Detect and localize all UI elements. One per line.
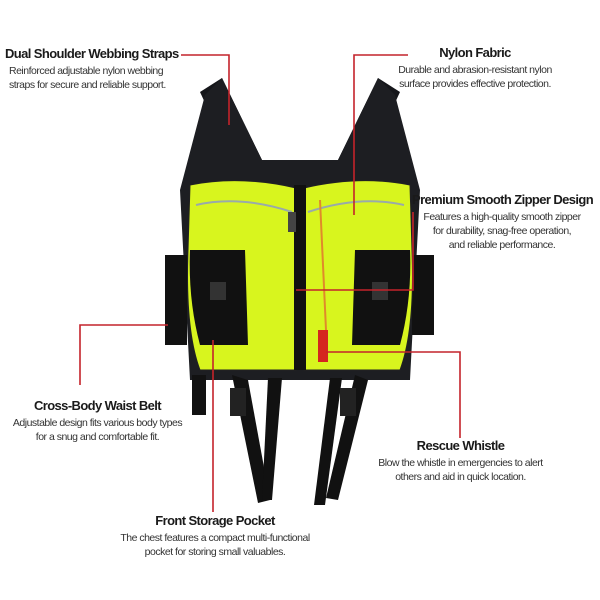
leader-line-waist	[79, 324, 168, 385]
callout-text: for durability, snag-free operation,	[432, 225, 572, 237]
callout-text: Blow the whistle in emergencies to alert	[378, 457, 543, 469]
callout-zipper: Premium Smooth Zipper Design Features a …	[412, 192, 594, 252]
leader-line-shoulder	[181, 54, 230, 125]
callout-text: for a snug and comfortable fit.	[35, 431, 160, 443]
callout-text: surface provides effective protection.	[399, 78, 551, 90]
callout-shoulder-straps: Dual Shoulder Webbing Straps Reinforced …	[5, 46, 179, 92]
callout-title: Rescue Whistle	[416, 438, 505, 453]
leader-lines	[79, 54, 461, 512]
callout-text: Features a high-quality smooth zipper	[423, 211, 581, 223]
callout-text: and reliable performance.	[448, 239, 556, 251]
callout-text: others and aid in quick location.	[395, 471, 526, 483]
callout-text: Adjustable design fits various body type…	[12, 417, 183, 429]
callout-nylon-fabric: Nylon Fabric Durable and abrasion-resist…	[385, 45, 565, 91]
callout-title: Premium Smooth Zipper Design	[412, 192, 594, 207]
callout-text: straps for secure and reliable support.	[9, 79, 166, 91]
callout-title: Dual Shoulder Webbing Straps	[5, 46, 179, 61]
callout-waist-belt: Cross-Body Waist Belt Adjustable design …	[5, 398, 190, 444]
callout-text: Reinforced adjustable nylon webbing	[9, 65, 164, 77]
leader-line-nylon	[353, 54, 408, 215]
callout-title: Front Storage Pocket	[155, 513, 275, 528]
callout-storage-pocket: Front Storage Pocket The chest features …	[115, 513, 315, 559]
callout-text: The chest features a compact multi-funct…	[120, 532, 310, 544]
callout-text: Durable and abrasion-resistant nylon	[398, 64, 552, 76]
callout-title: Cross-Body Waist Belt	[33, 398, 162, 413]
leader-line-zipper	[296, 212, 414, 291]
callout-rescue-whistle: Rescue Whistle Blow the whistle in emerg…	[368, 438, 553, 484]
callout-text: pocket for storing small valuables.	[144, 546, 286, 558]
callout-title: Nylon Fabric	[439, 45, 511, 60]
leader-line-whistle	[326, 351, 461, 438]
